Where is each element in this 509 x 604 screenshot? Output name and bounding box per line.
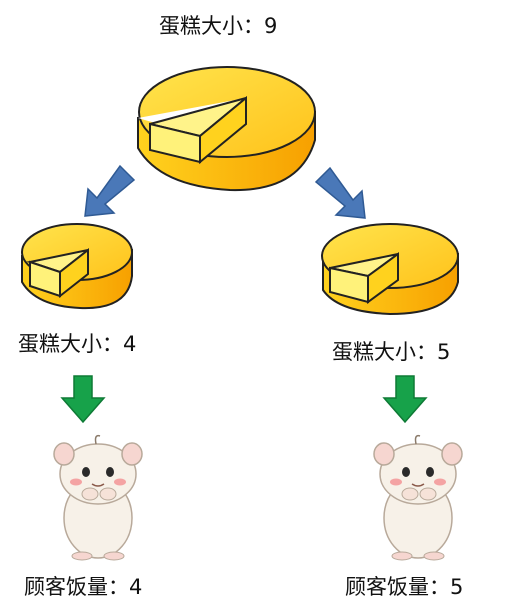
left-hamster-icon xyxy=(53,434,143,561)
right-cake-label: 蛋糕大小：5 xyxy=(332,340,451,364)
top-cheese-icon xyxy=(137,66,316,192)
down-left-arrow-icon xyxy=(84,164,136,217)
left-down-arrow-icon xyxy=(60,375,106,424)
down-right-arrow-icon xyxy=(314,166,366,219)
left-customer-label: 顾客饭量：4 xyxy=(24,575,143,599)
right-down-arrow-icon xyxy=(382,375,428,424)
top-cake-label: 蛋糕大小：9 xyxy=(159,14,278,38)
left-cake-label: 蛋糕大小：4 xyxy=(18,332,137,356)
right-cheese-icon xyxy=(321,223,459,316)
left-cheese-icon xyxy=(21,223,133,310)
right-hamster-icon xyxy=(373,434,463,561)
right-customer-label: 顾客饭量：5 xyxy=(345,575,464,599)
